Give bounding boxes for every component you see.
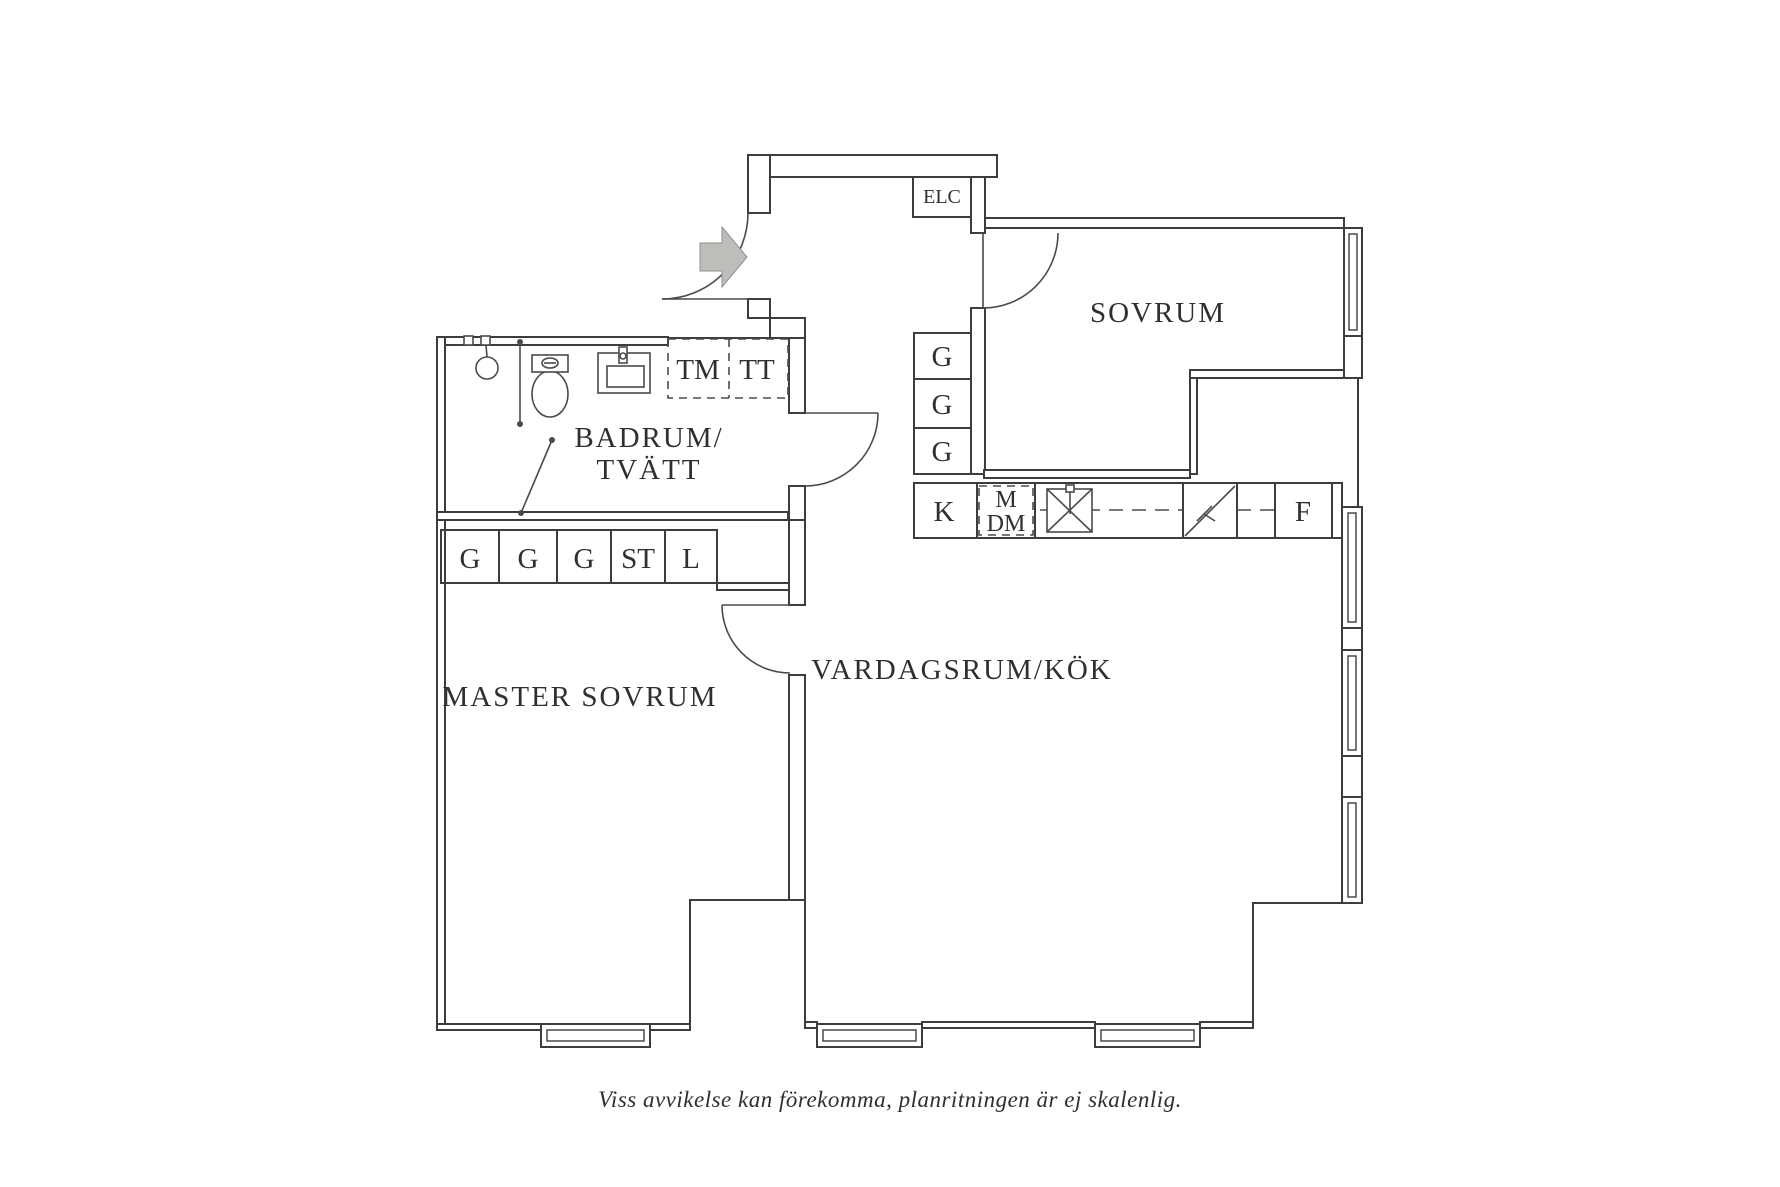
window-living-right-2	[1341, 649, 1363, 757]
label-wardrobe-row-2: G	[518, 543, 539, 575]
wall-master-bottom-right	[649, 1023, 691, 1031]
label-wardrobe-col-3: G	[932, 436, 953, 468]
bathroom-sink	[597, 346, 651, 394]
wall-master-right-lower	[788, 674, 806, 901]
wall-kitchen-right	[1331, 482, 1343, 539]
wardrobe-column	[913, 332, 972, 475]
closets	[440, 176, 972, 584]
wall-bedroom-top	[984, 217, 1345, 229]
kitchen-sink	[1046, 484, 1093, 533]
wall-living-bottom-3	[1199, 1021, 1254, 1029]
wall-bedroom-right-below-window	[1343, 335, 1363, 379]
wall-living-bottom-2	[921, 1021, 1096, 1029]
window-living-bottom-1	[816, 1023, 923, 1048]
wall-bathroom-right-upper	[788, 337, 806, 414]
room-label-bathroom-line1: BADRUM/	[574, 422, 723, 454]
label-cleaning-closet: ST	[621, 543, 655, 575]
bedroom-door	[982, 232, 1059, 309]
microwave-dishwasher-box	[978, 485, 1034, 536]
room-label-bedroom: SOVRUM	[1090, 297, 1226, 329]
elc-closet-box	[912, 176, 972, 218]
stove-symbol	[1184, 485, 1236, 537]
room-label-bathroom-line2: TVÄTT	[596, 454, 701, 486]
label-linen-closet: L	[682, 543, 700, 575]
label-tumble-dryer: TT	[739, 354, 775, 386]
wall-master-notch	[689, 899, 789, 1024]
window-living-right-3	[1341, 796, 1363, 904]
room-label-master-bedroom: MASTER SOVRUM	[443, 681, 718, 713]
wall-living-bottom-right-notch	[1252, 902, 1344, 1023]
windows	[540, 227, 1363, 1048]
wall-vestibule-left-lower	[747, 298, 771, 319]
label-wardrobe-row-3: G	[574, 543, 595, 575]
wall-bathroom-right-lower	[788, 485, 806, 521]
wall-living-bottom-1	[804, 1021, 818, 1029]
kitchen-counter	[913, 482, 1333, 539]
room-label-living-kitchen: VARDAGSRUM/KÖK	[811, 654, 1112, 686]
wall-vestibule-top	[747, 154, 998, 178]
wall-master-bottom-left	[436, 1023, 542, 1031]
wall-bedroom-bottom-left	[983, 469, 1191, 479]
entrance-arrow-icon	[699, 225, 748, 289]
doors	[661, 212, 1059, 674]
window-living-bottom-2	[1094, 1023, 1201, 1048]
label-freezer: F	[1295, 496, 1311, 528]
bathroom-door	[804, 412, 879, 487]
wall-between-right-windows-2	[1341, 755, 1363, 798]
walls	[436, 154, 1363, 1031]
outer-boundary	[418, 152, 1362, 1047]
label-wardrobe-row-1: G	[460, 543, 481, 575]
window-master-bottom	[540, 1023, 651, 1048]
label-wardrobe-col-1: G	[932, 341, 953, 373]
wall-bedroom-bottom-right	[1189, 369, 1345, 379]
wall-entry-junction	[769, 317, 806, 339]
label-dishwasher: DM	[987, 511, 1026, 537]
window-living-right-1	[1341, 506, 1363, 629]
wall-bedroom-left	[970, 307, 986, 475]
wall-between-right-windows-1	[1341, 627, 1363, 651]
label-wardrobe-col-2: G	[932, 389, 953, 421]
wardrobe-row	[440, 529, 718, 584]
wall-master-top-stub	[716, 582, 790, 591]
label-microwave: M	[995, 487, 1016, 513]
label-elc: ELC	[923, 186, 961, 208]
laundry-machines-box	[667, 337, 789, 399]
shower	[463, 335, 555, 516]
disclaimer-caption: Viss avvikelse kan förekomma, planritnin…	[598, 1087, 1182, 1112]
master-bedroom-door	[721, 604, 791, 674]
wall-bedroom-door-stub	[970, 176, 986, 234]
window-bedroom-right	[1343, 227, 1363, 337]
wall-master-right-upper	[788, 519, 806, 606]
wall-bedroom-bottom-step	[1189, 377, 1198, 475]
kitchen-counter-outline	[913, 482, 1333, 539]
bathroom-fixtures	[463, 335, 651, 516]
labels: SOVRUM BADRUM/ TVÄTT MASTER SOVRUM VARDA…	[443, 186, 1312, 1112]
toilet	[531, 354, 569, 418]
wall-vestibule-left-upper	[747, 154, 771, 214]
label-fridge: K	[934, 496, 955, 528]
label-washing-machine: TM	[676, 354, 720, 386]
wall-bathroom-bottom	[436, 511, 789, 521]
